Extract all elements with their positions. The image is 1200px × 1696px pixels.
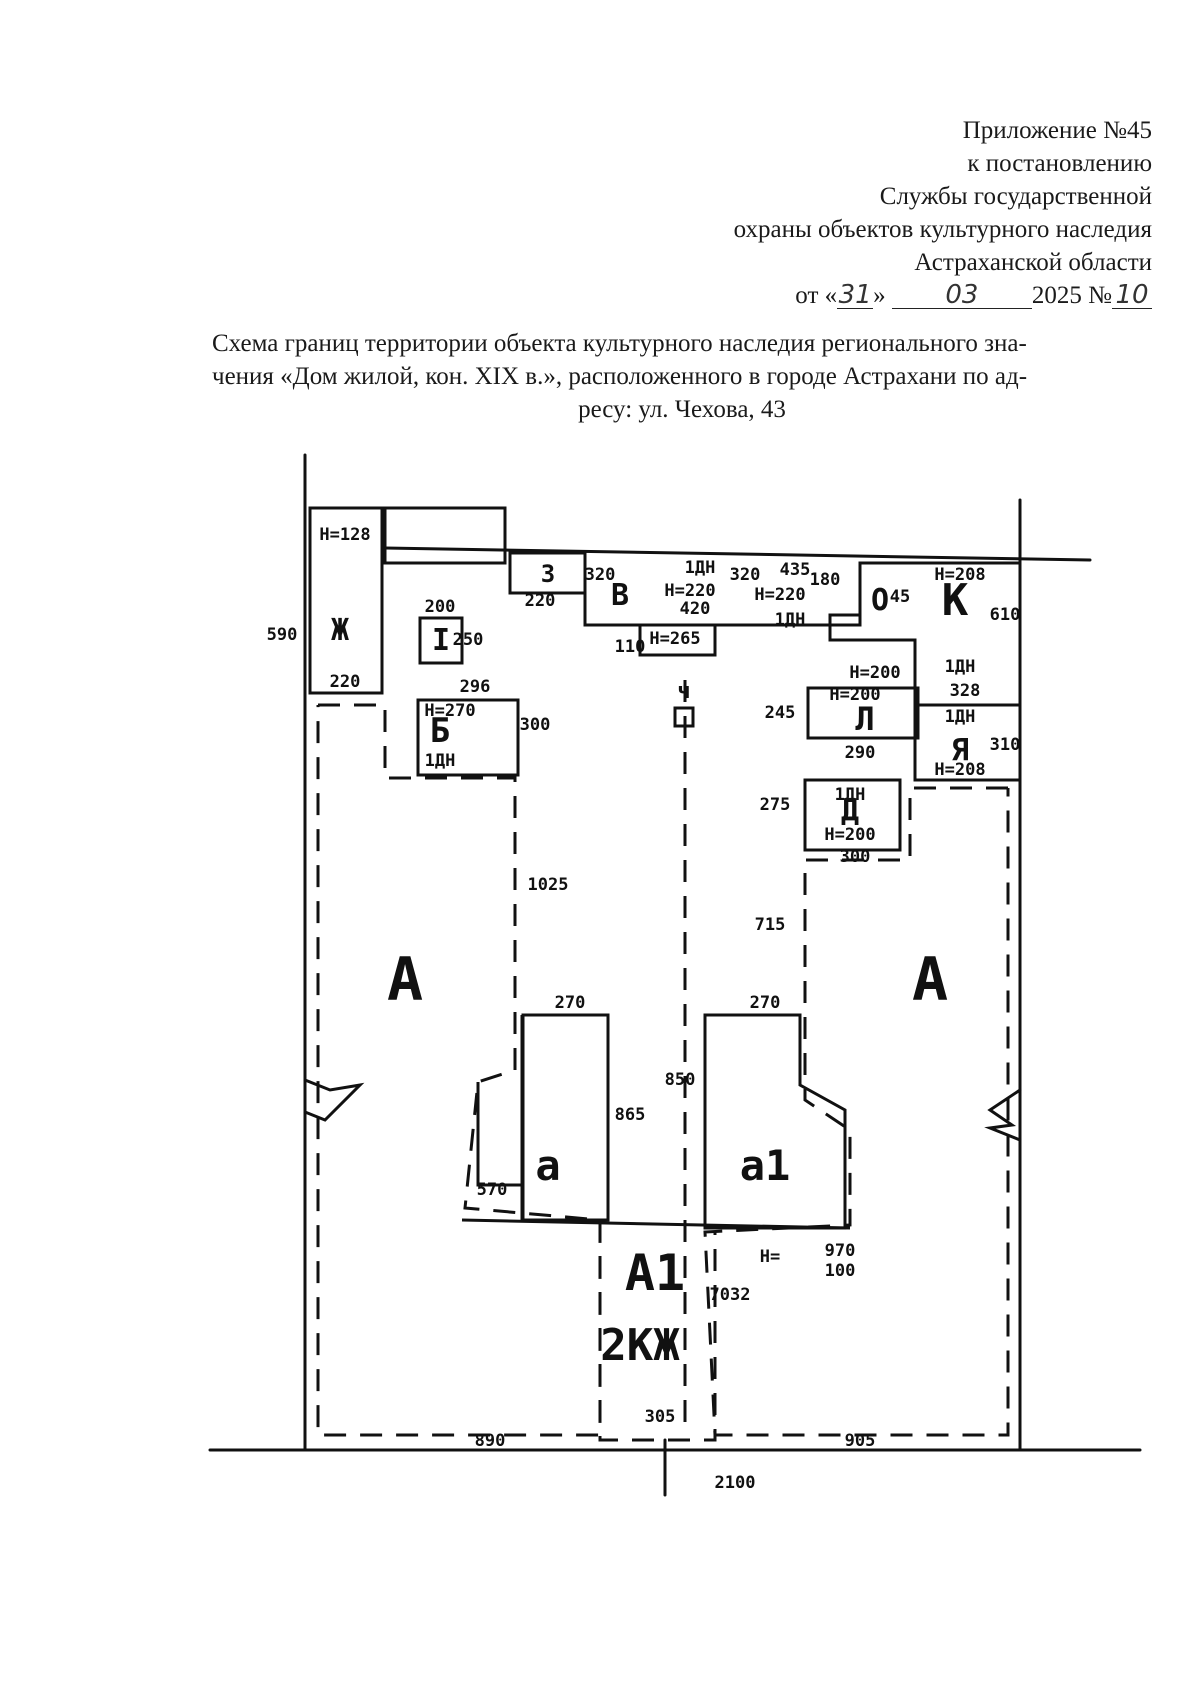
label-Z: З bbox=[541, 560, 555, 588]
dim-590: 590 bbox=[267, 625, 298, 645]
label-1dn-i: 1ДН bbox=[775, 610, 806, 630]
label-K: К bbox=[942, 575, 969, 626]
building-B bbox=[416, 698, 520, 777]
dim-100: 100 bbox=[825, 1261, 856, 1281]
label-h128: Н=128 bbox=[319, 525, 370, 545]
dim-1025: 1025 bbox=[528, 875, 569, 895]
appendix-number: Приложение №45 bbox=[962, 117, 1152, 144]
dim-200: 200 bbox=[425, 597, 456, 617]
label-I: I bbox=[432, 623, 450, 658]
appendix-header: Приложение №45 к постановлению Службы го… bbox=[552, 114, 1152, 312]
label-V: В bbox=[611, 578, 629, 613]
dim-610: 610 bbox=[990, 605, 1021, 625]
dim-890: 890 bbox=[475, 1431, 506, 1451]
label-2kzh: 2КЖ bbox=[600, 1320, 680, 1371]
label-1dn-k: 1ДН bbox=[945, 657, 976, 677]
dim-850: 850 bbox=[665, 1070, 696, 1090]
east-zigzag bbox=[984, 1088, 1022, 1142]
appendix-region: Астраханской области bbox=[914, 249, 1152, 276]
building-a1 bbox=[703, 1013, 847, 1230]
label-h220-v: Н=220 bbox=[664, 581, 715, 601]
dim-970: 970 bbox=[825, 1241, 856, 1261]
label-h220-i: Н=220 bbox=[754, 585, 805, 605]
label-h208-r: Н=208 bbox=[934, 760, 985, 780]
building-zh bbox=[308, 506, 384, 695]
dim-435: 435 bbox=[780, 560, 811, 580]
building-K-O bbox=[828, 561, 1022, 707]
appendix-service: Службы государственной bbox=[879, 183, 1152, 210]
label-h200-l: Н=200 bbox=[829, 685, 880, 705]
building-L bbox=[806, 686, 920, 740]
dim-270-left: 270 bbox=[555, 993, 586, 1013]
label-B: Б bbox=[430, 711, 450, 751]
label-a1: а1 bbox=[740, 1141, 791, 1190]
label-a: а bbox=[535, 1141, 560, 1190]
dim-275: 275 bbox=[760, 795, 791, 815]
label-R: Я bbox=[951, 733, 969, 768]
label-h-ratio: Н= bbox=[760, 1247, 780, 1267]
well-symbol bbox=[673, 706, 695, 728]
appendix-month: 03 bbox=[891, 282, 1032, 309]
dim-270-right: 270 bbox=[750, 993, 781, 1013]
label-Zh: Ж bbox=[331, 613, 349, 648]
label-h200-o: Н=200 bbox=[849, 663, 900, 683]
dim-905: 905 bbox=[845, 1431, 876, 1451]
dim-300-b: 300 bbox=[520, 715, 551, 735]
dim-220-top: 220 bbox=[525, 591, 556, 611]
building-front-line bbox=[461, 1218, 851, 1230]
west-zigzag bbox=[303, 1078, 365, 1122]
dim-420: 420 bbox=[680, 599, 711, 619]
dim-570: 570 bbox=[477, 1180, 508, 1200]
building-R bbox=[913, 703, 1022, 782]
building-D bbox=[803, 778, 902, 852]
territory-boundary-dashed bbox=[316, 680, 1010, 1442]
dim-2100: 2100 bbox=[715, 1473, 756, 1493]
dim-250: 250 bbox=[453, 630, 484, 650]
dim-7032: 7032 bbox=[710, 1285, 751, 1305]
label-A1: А1 bbox=[625, 1244, 685, 1302]
label-ch: ч bbox=[677, 679, 690, 704]
dim-290: 290 bbox=[845, 743, 876, 763]
label-O: О bbox=[871, 583, 889, 618]
building-I bbox=[418, 616, 464, 665]
label-h200-d: Н=200 bbox=[824, 825, 875, 845]
dim-310: 310 bbox=[990, 735, 1021, 755]
parcel-north-line bbox=[383, 546, 1092, 562]
dim-296: 296 bbox=[460, 677, 491, 697]
dim-245: 245 bbox=[765, 703, 796, 723]
label-h270: Н=270 bbox=[424, 701, 475, 721]
label-A-left: А bbox=[387, 945, 423, 1015]
dim-220-left: 220 bbox=[330, 672, 361, 692]
label-1dn-v: 1ДН bbox=[685, 558, 716, 578]
appendix-day: 31 bbox=[837, 280, 874, 310]
dim-180: 180 bbox=[810, 570, 841, 590]
label-L: Л bbox=[855, 700, 874, 738]
building-a-left-edge bbox=[476, 1082, 523, 1187]
appendix-number-handwritten: 10 bbox=[1112, 282, 1152, 309]
dim-320-i: 320 bbox=[730, 565, 761, 585]
dim-300-d: 300 bbox=[840, 847, 871, 867]
document-title: Схема границ территории объекта культурн… bbox=[212, 330, 1028, 423]
label-D: Д bbox=[841, 793, 859, 828]
dim-320-v: 320 bbox=[585, 565, 616, 585]
dim-328: 328 bbox=[950, 681, 981, 701]
building-top-left bbox=[383, 506, 507, 565]
dim-305: 305 bbox=[645, 1407, 676, 1427]
building-small bbox=[638, 623, 717, 657]
label-h265: Н=265 bbox=[649, 629, 700, 649]
label-1dn-d: 1ДН bbox=[835, 785, 866, 805]
appendix-to-resolution: к постановлению bbox=[967, 150, 1152, 177]
dim-45: 45 bbox=[890, 587, 910, 607]
label-h208-k: Н=208 bbox=[934, 565, 985, 585]
appendix-service-scope: охраны объектов культурного наследия bbox=[733, 216, 1152, 243]
label-1dn-r: 1ДН bbox=[945, 707, 976, 727]
dim-110: 110 bbox=[615, 637, 646, 657]
dim-715: 715 bbox=[755, 915, 786, 935]
label-1dn-b: 1ДН bbox=[425, 751, 456, 771]
label-A-right: А bbox=[912, 945, 948, 1015]
dim-865: 865 bbox=[615, 1105, 646, 1125]
